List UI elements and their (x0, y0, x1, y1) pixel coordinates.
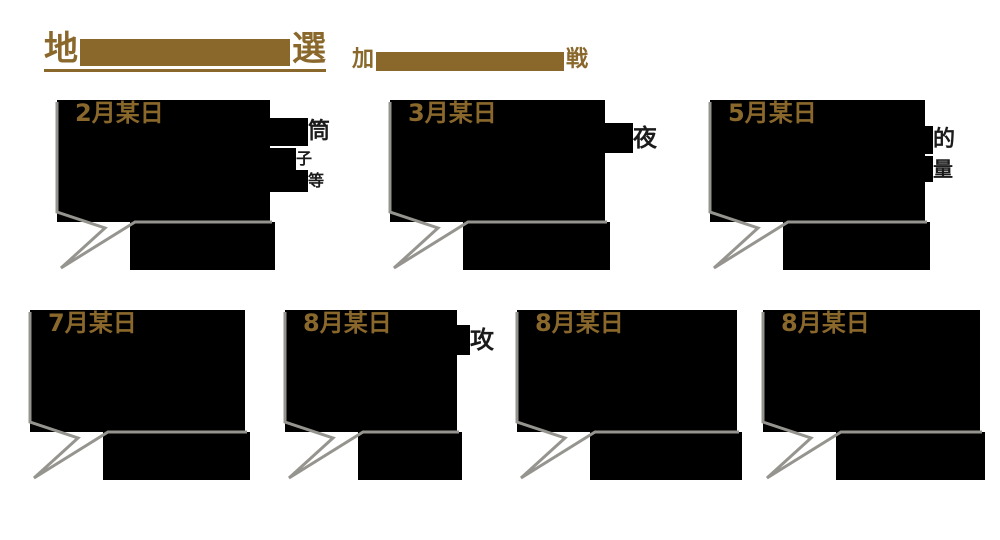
overflow-edge-char: 攻 (470, 326, 494, 354)
diary-entry-bubble: 8月某日 (515, 309, 742, 480)
bubble-body-extension (836, 432, 985, 480)
bubble-body (710, 100, 925, 222)
subtitle-start-char: 加 (352, 47, 375, 72)
bubble-outline-tail (283, 312, 459, 480)
overflow-text-row: 筒 (270, 118, 330, 146)
overflow-text-row: 等 (270, 170, 324, 192)
bubble-outline-tail (708, 102, 927, 270)
overflow-text-row: 子 (270, 148, 312, 170)
bubble-body-extension (358, 432, 462, 480)
diary-entry-bubble: 7月某日 (28, 309, 250, 480)
entry-date-label: 3月某日 (408, 99, 497, 127)
subtitle-end-char: 戦 (566, 47, 589, 72)
title-end-char: 選 (292, 29, 326, 69)
bubble-outline-tail (388, 102, 607, 270)
overflow-text-row: 夜 (605, 123, 657, 153)
bubble-outline-path (28, 312, 247, 480)
bubble-body (390, 100, 605, 222)
diary-entry-bubble: 5月某日的量 (708, 99, 955, 270)
overflow-edge-char: 等 (308, 171, 325, 190)
entry-date-label: 2月某日 (75, 99, 164, 127)
bubble-outline-path (761, 312, 982, 480)
bubble-outline-path (388, 102, 607, 270)
title-start-char: 地 (44, 29, 78, 69)
overflow-edge-char: 的 (933, 127, 956, 152)
entry-date-label: 8月某日 (303, 309, 392, 337)
overflow-edge-char: 筒 (308, 119, 331, 144)
entry-date-label: 5月某日 (728, 99, 817, 127)
diary-entry-bubble: 8月某日攻 (283, 309, 494, 480)
bubble-outline-tail (55, 102, 272, 270)
subtitle-obscured-block (376, 52, 565, 71)
entry-date-label: 8月某日 (535, 309, 624, 337)
bubble-body (763, 310, 980, 432)
bubble-body-extension (463, 222, 610, 270)
title-obscured-block (80, 39, 290, 66)
bubble-body-extension (783, 222, 930, 270)
entry-date-label: 7月某日 (48, 309, 137, 337)
bubble-body-extension (590, 432, 742, 480)
bubble-outline-tail (761, 312, 982, 480)
overflow-edge-char: 子 (296, 149, 313, 168)
bubble-body (57, 100, 270, 222)
bubble-outline-path (708, 102, 927, 270)
overflow-edge-char: 夜 (633, 124, 657, 152)
bubble-outline-path (55, 102, 272, 270)
diary-entry-bubble: 3月某日夜 (388, 99, 657, 270)
diary-entry-bubble: 2月某日筒子等 (55, 99, 330, 270)
overflow-text-row: 攻 (457, 325, 494, 355)
bubble-outline-path (283, 312, 459, 480)
masthead: 地 選 加 戦 (44, 32, 588, 72)
bubble-body (30, 310, 245, 432)
diary-entry-bubble: 8月某日 (761, 309, 985, 480)
bubble-outline-tail (515, 312, 739, 480)
overflow-text-row: 的 (925, 126, 955, 154)
bubble-body (517, 310, 737, 432)
overflow-text-row: 量 (925, 156, 953, 182)
bubble-body (285, 310, 457, 432)
page-title: 地 選 (44, 32, 326, 72)
bubble-body-extension (130, 222, 275, 270)
bubble-body-extension (103, 432, 250, 480)
bubble-outline-path (515, 312, 739, 480)
overflow-edge-char: 量 (933, 157, 953, 181)
bubble-outline-tail (28, 312, 247, 480)
entry-date-label: 8月某日 (781, 309, 870, 337)
page-subtitle: 加 戦 (352, 49, 588, 72)
